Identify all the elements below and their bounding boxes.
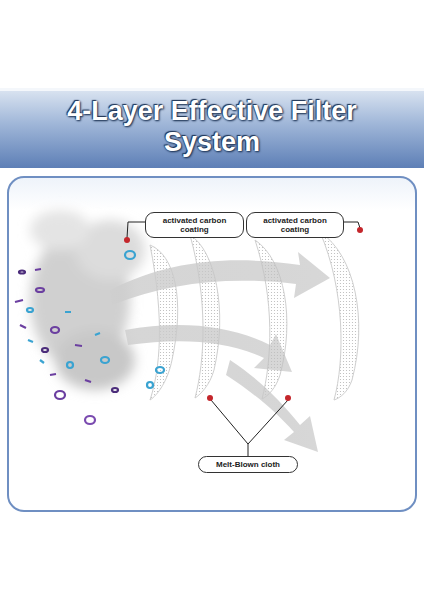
title-band [0, 88, 424, 168]
mask-layers [150, 232, 359, 400]
title: 4-Layer Effective Filter System [62, 96, 362, 158]
callout-box: activated carbon coating [246, 212, 344, 238]
callout-label: activated carbon coating [152, 216, 237, 234]
particles [15, 251, 164, 424]
callout-box: activated carbon coating [145, 212, 244, 238]
panel-border [8, 177, 416, 511]
leader-lines [127, 222, 360, 456]
callout-label: Melt-Blown cloth [205, 460, 291, 469]
callout-label: activated carbon coating [253, 216, 337, 234]
dust-cloud [30, 210, 145, 390]
airflow-arrows [110, 252, 330, 452]
callout-box: Melt-Blown cloth [198, 456, 298, 473]
leader-dots [124, 227, 363, 401]
